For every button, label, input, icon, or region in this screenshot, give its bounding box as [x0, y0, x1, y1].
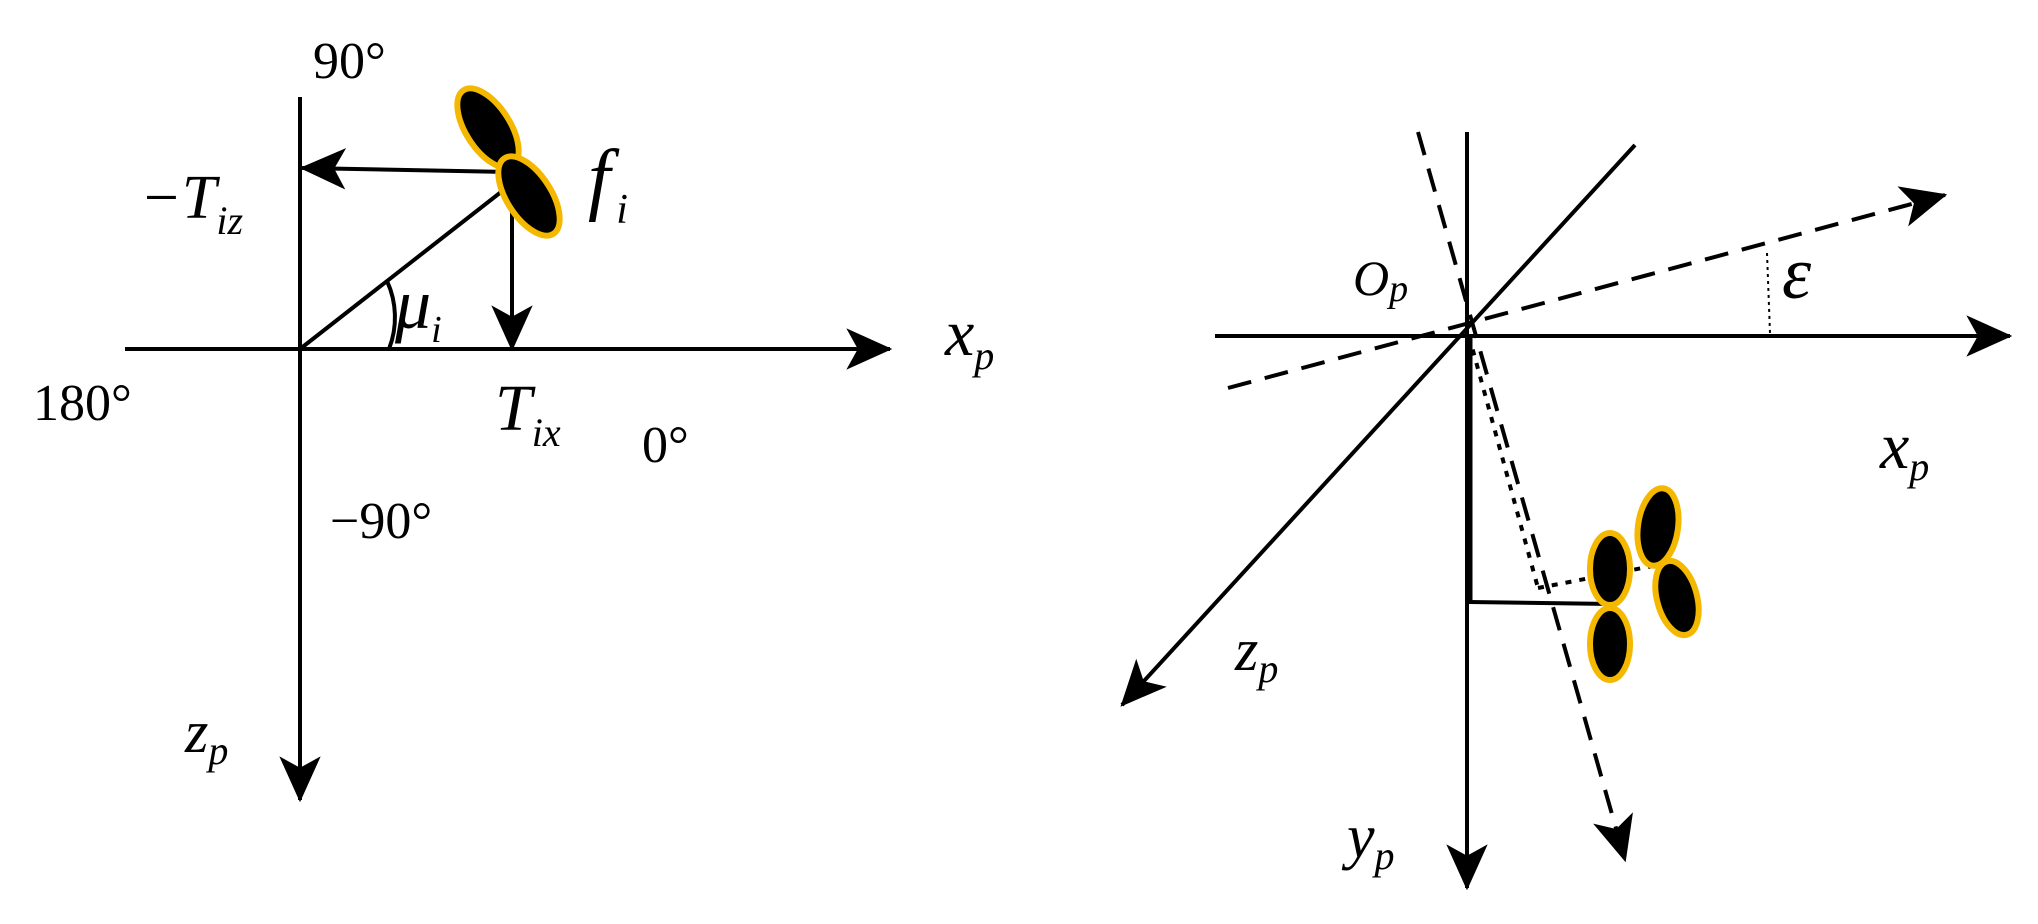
dotted-link-from-origin — [1467, 335, 1540, 589]
angle-neg-90-label: −90° — [330, 493, 432, 550]
angle-90-label: 90° — [313, 33, 386, 90]
neg-t-iz-arrow — [299, 148, 511, 190]
neg-t-iz-label: −Tiz — [140, 164, 243, 243]
right-x-axis-label: xp — [1879, 410, 1929, 489]
rotated-x-axis-dashed — [1227, 186, 1948, 390]
angle-0-label: 0° — [642, 417, 689, 474]
left-x-axis-label: xp — [944, 297, 994, 378]
propeller-icon — [454, 85, 563, 239]
mu-angle-arc — [385, 280, 397, 350]
right-y-axis-label: yp — [1341, 803, 1395, 878]
left-z-axis-label: zp — [184, 699, 228, 773]
propeller-front-icon — [1587, 530, 1633, 683]
epsilon-label: ε — [1782, 233, 1812, 315]
angle-180-label: 180° — [33, 375, 132, 432]
t-ix-label: Tix — [495, 372, 561, 455]
origin-label: Op — [1353, 250, 1408, 310]
right-z-axis-label: zp — [1234, 617, 1278, 691]
right-z-axis — [1120, 143, 1637, 707]
epsilon-angle-marker — [1766, 252, 1771, 334]
mu-i-label: μi — [394, 264, 442, 351]
horizontal-link — [1468, 600, 1613, 606]
propeller-rear-icon — [1634, 485, 1702, 639]
rotated-y-axis-dashed — [1416, 131, 1633, 863]
right-panel: Op ε xp zp yp — [1120, 131, 2013, 891]
thrust-vector-line — [298, 183, 512, 351]
